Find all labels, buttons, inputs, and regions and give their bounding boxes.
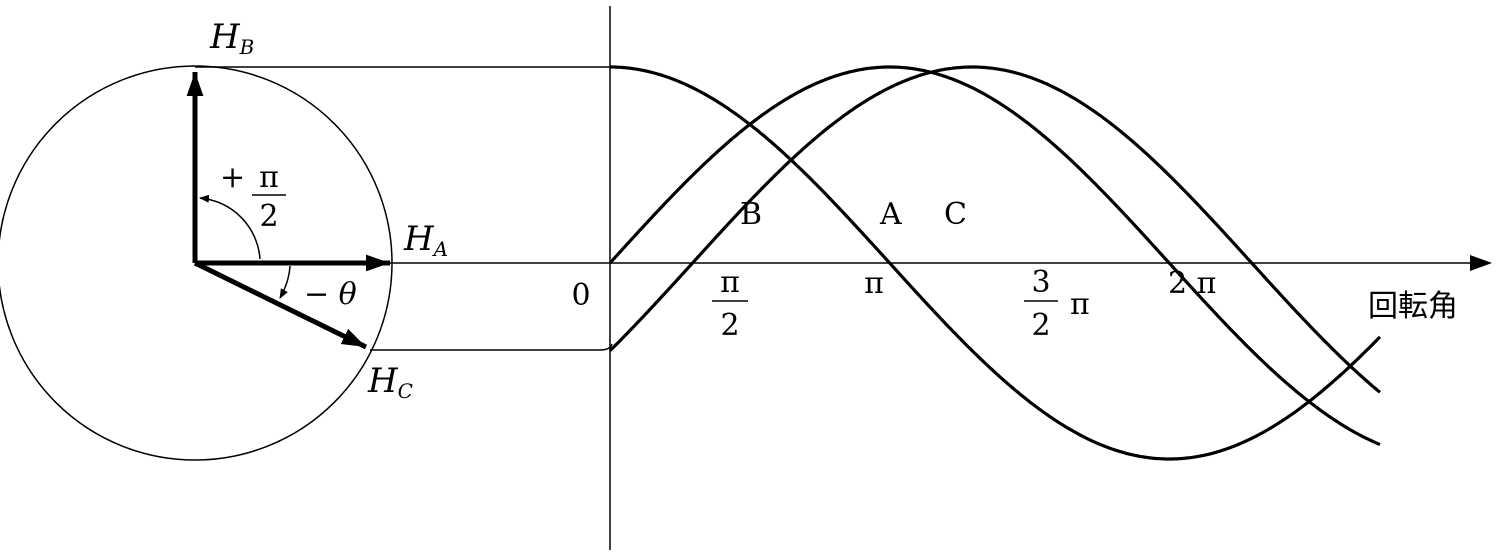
waveform-b — [610, 65, 1382, 461]
axis-label: 回転角 — [1368, 289, 1458, 324]
horizontal-axis-arrow — [1470, 255, 1492, 271]
angle-plus-sign: + — [220, 160, 245, 195]
angle-plus-den: 2 — [259, 199, 278, 234]
tick-three-half-suffix: π — [1070, 287, 1090, 322]
angle-plus-num: π — [259, 160, 279, 195]
tick-two-pi: 2 π — [1168, 266, 1216, 301]
vector-hc — [193, 260, 368, 350]
label-hb: HB — [209, 17, 254, 59]
waveform-curves — [608, 65, 1382, 461]
angle-minus-label: − θ — [304, 277, 357, 312]
tick-pi-half-num: π — [720, 265, 740, 300]
tick-pi-half-den: 2 — [720, 308, 739, 343]
tick-origin: 0 — [571, 278, 590, 313]
waveform-c — [608, 65, 1381, 394]
tick-three-half-den: 2 — [1031, 308, 1050, 343]
tick-pi: π — [864, 266, 884, 301]
curve-label-c: C — [944, 197, 967, 232]
label-ha: HA — [403, 219, 448, 261]
angle-arc-plus — [199, 194, 261, 260]
angle-arc-minus — [279, 265, 291, 299]
tick-three-half-num: 3 — [1031, 265, 1050, 300]
curve-label-a: A — [879, 197, 902, 232]
label-hc: HC — [367, 361, 413, 403]
waveform-a — [608, 65, 1381, 446]
curve-label-b: B — [740, 197, 762, 232]
projection-line-hc — [370, 343, 613, 351]
